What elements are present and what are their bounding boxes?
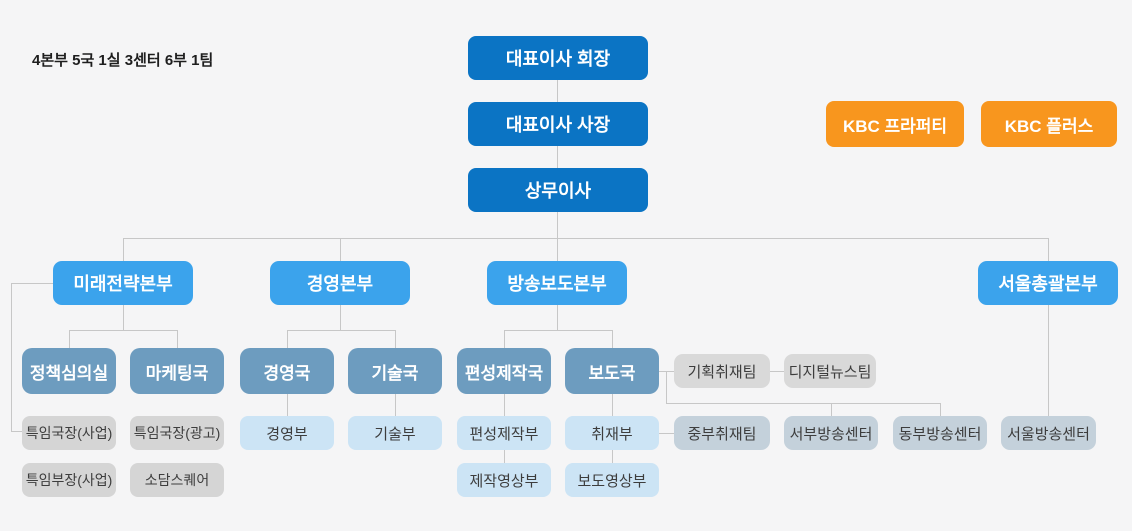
- connector-line: [1048, 305, 1049, 416]
- affiliate-kbc-plus-button[interactable]: KBC 플러스: [981, 101, 1117, 147]
- connector-line: [287, 394, 288, 416]
- node-special-manager-business: 특임부장(사업): [22, 463, 116, 497]
- node-programming-production-dept: 편성제작부: [457, 416, 551, 450]
- connector-line: [1048, 238, 1049, 261]
- node-east-broadcast-center: 동부방송센터: [893, 416, 987, 450]
- connector-line: [666, 371, 667, 403]
- node-policy-review-office: 정책심의실: [22, 348, 116, 394]
- connector-line: [11, 431, 22, 432]
- node-reporting-dept: 취재부: [565, 416, 659, 450]
- connector-line: [69, 330, 70, 348]
- node-technology-dept: 기술부: [348, 416, 442, 450]
- node-seoul-broadcast-center: 서울방송센터: [1001, 416, 1096, 450]
- connector-line: [504, 394, 505, 416]
- connector-line: [123, 238, 124, 261]
- connector-line: [340, 238, 341, 261]
- node-sodam-square: 소담스퀘어: [130, 463, 224, 497]
- node-production-video-dept: 제작영상부: [457, 463, 551, 497]
- node-ceo-chairman: 대표이사 회장: [468, 36, 648, 80]
- affiliate-kbc-property-button[interactable]: KBC 프라퍼티: [826, 101, 964, 147]
- connector-line: [612, 330, 613, 348]
- connector-line: [557, 146, 558, 168]
- node-managing-director: 상무이사: [468, 168, 648, 212]
- org-summary-label: 4본부 5국 1실 3센터 6부 1팀: [32, 52, 214, 69]
- connector-line: [504, 450, 505, 463]
- node-technology-bureau: 기술국: [348, 348, 442, 394]
- connector-line: [11, 283, 53, 284]
- node-management-division: 경영본부: [270, 261, 410, 305]
- node-special-director-ads: 특임국장(광고): [130, 416, 224, 450]
- node-broadcast-news-division: 방송보도본부: [487, 261, 627, 305]
- connector-line: [940, 403, 941, 416]
- connector-line: [557, 212, 558, 238]
- node-planning-reporting-team: 기획취재팀: [674, 354, 770, 388]
- node-central-reporting-team: 중부취재팀: [674, 416, 770, 450]
- connector-line: [123, 305, 124, 330]
- node-future-strategy-division: 미래전략본부: [53, 261, 193, 305]
- node-west-broadcast-center: 서부방송센터: [784, 416, 878, 450]
- connector-line: [504, 330, 612, 331]
- node-management-bureau: 경영국: [240, 348, 334, 394]
- connector-line: [666, 403, 940, 404]
- node-news-video-dept: 보도영상부: [565, 463, 659, 497]
- node-marketing-bureau: 마케팅국: [130, 348, 224, 394]
- connector-line: [395, 330, 396, 348]
- node-seoul-general-division: 서울총괄본부: [978, 261, 1118, 305]
- node-news-bureau: 보도국: [565, 348, 659, 394]
- connector-line: [831, 403, 832, 416]
- connector-line: [177, 330, 178, 348]
- node-management-dept: 경영부: [240, 416, 334, 450]
- connector-line: [659, 433, 674, 434]
- node-special-director-business: 특임국장(사업): [22, 416, 116, 450]
- connector-line: [395, 394, 396, 416]
- connector-line: [557, 80, 558, 102]
- connector-line: [612, 450, 613, 463]
- connector-line: [557, 305, 558, 330]
- node-digital-news-team: 디지털뉴스팀: [784, 354, 876, 388]
- connector-line: [770, 371, 784, 372]
- connector-line: [504, 330, 505, 348]
- connector-line: [123, 238, 1048, 239]
- connector-line: [287, 330, 288, 348]
- node-ceo-president: 대표이사 사장: [468, 102, 648, 146]
- connector-line: [69, 330, 177, 331]
- connector-line: [557, 238, 558, 261]
- connector-line: [612, 394, 613, 416]
- node-programming-production-bureau: 편성제작국: [457, 348, 551, 394]
- connector-line: [340, 305, 341, 330]
- connector-line: [11, 283, 12, 431]
- connector-line: [287, 330, 395, 331]
